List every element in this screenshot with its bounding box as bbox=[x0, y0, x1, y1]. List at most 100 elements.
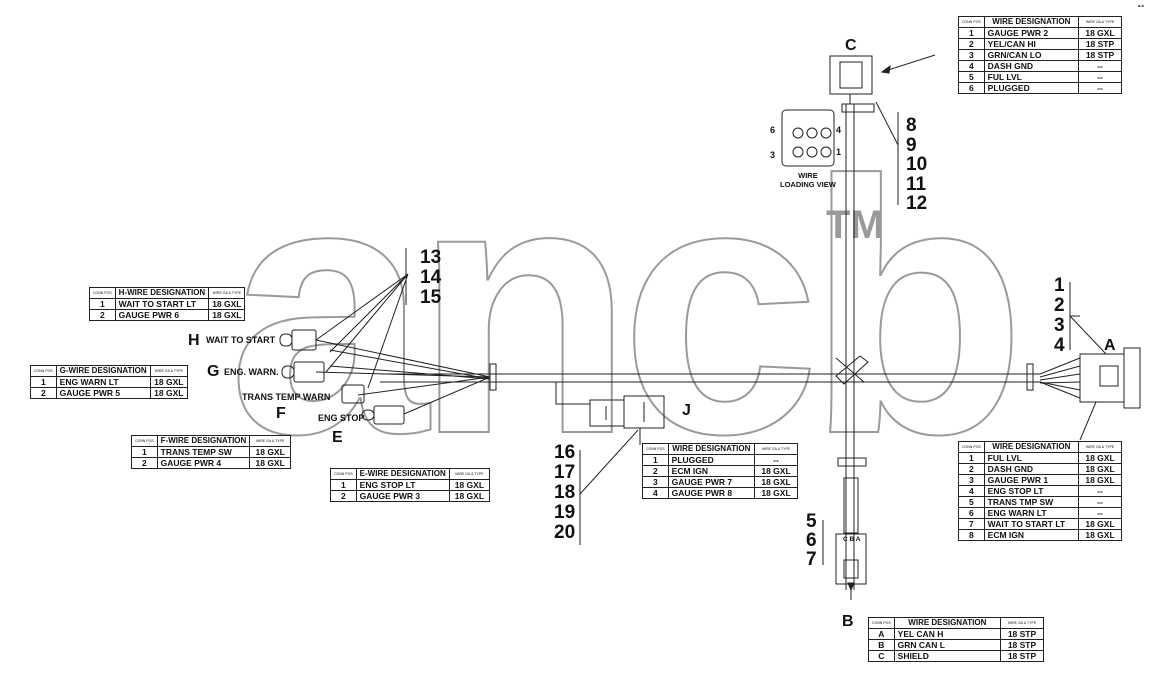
wait-to-start-label: WAIT TO START bbox=[206, 335, 276, 345]
header-designation: WIRE DESIGNATION bbox=[667, 443, 756, 455]
cell-designation: TRANS TMP SW bbox=[983, 496, 1080, 508]
cell-pos: 2 bbox=[330, 490, 357, 502]
cell-wire-type: 18 GXL bbox=[1078, 529, 1122, 541]
cell-wire-type: 18 GXL bbox=[754, 487, 798, 499]
cell-designation: ECM IGN bbox=[983, 529, 1080, 541]
cell-wire-type: -- bbox=[1078, 71, 1122, 83]
cell-pos: 1 bbox=[958, 27, 985, 39]
eng-stop-label: ENG STOP bbox=[318, 413, 365, 423]
j-leader bbox=[579, 428, 641, 495]
cell-designation: GAUGE PWR 8 bbox=[667, 487, 756, 499]
cell-wire-type: 18 GXL bbox=[754, 476, 798, 488]
cell-wire-type: -- bbox=[1078, 507, 1122, 519]
cell-pos: 2 bbox=[958, 463, 985, 475]
cell-pos: 1 bbox=[131, 446, 158, 458]
cell-pos: 6 bbox=[958, 82, 985, 94]
cell-pos: 4 bbox=[958, 60, 985, 72]
cell-wire-type: 18 GXL bbox=[249, 446, 291, 458]
cell-pos: 1 bbox=[958, 452, 985, 464]
header-designation: H-WIRE DESIGNATION bbox=[114, 287, 210, 299]
cell-designation: WAIT TO START LT bbox=[114, 298, 210, 310]
connector-h-cap bbox=[279, 333, 293, 347]
cell-wire-type: 18 STP bbox=[1000, 650, 1044, 662]
callout-11: 11 bbox=[906, 174, 927, 195]
loading-view-pin bbox=[806, 146, 818, 158]
cell-designation: GAUGE PWR 2 bbox=[983, 27, 1080, 39]
cell-wire-type: 18 STP bbox=[1078, 49, 1122, 61]
header-designation: WIRE DESIGNATION bbox=[893, 617, 1002, 629]
header-wire-type: WIRE GA & TYPE bbox=[1078, 16, 1122, 28]
connector-g-label: G bbox=[207, 363, 220, 380]
a-table-leader bbox=[1079, 401, 1097, 441]
connector-f-body bbox=[341, 384, 365, 404]
callout-17: 17 bbox=[554, 462, 576, 483]
callout-5: 5 bbox=[806, 511, 817, 532]
header-wire-type: WIRE GA & TYPE bbox=[149, 365, 189, 377]
callout-14: 14 bbox=[420, 267, 442, 288]
cell-designation: ECM IGN bbox=[667, 465, 756, 477]
connector-b-face bbox=[843, 559, 859, 579]
header-wire-type: WIRE GA & TYPE bbox=[208, 287, 246, 299]
connector-a-face bbox=[1123, 347, 1141, 409]
connector-b-boot bbox=[843, 477, 859, 534]
header-conn-pos: CONN POS bbox=[330, 468, 357, 480]
header-designation: E-WIRE DESIGNATION bbox=[355, 468, 450, 480]
connector-j-label: J bbox=[682, 402, 691, 419]
connector-a-body bbox=[1079, 353, 1125, 403]
cell-designation: ENG STOP LT bbox=[355, 479, 450, 491]
trunk-junction bbox=[835, 355, 869, 385]
connector-a-label: A bbox=[1104, 337, 1116, 354]
cell-pos: 8 bbox=[958, 529, 985, 541]
loading-view-pin bbox=[820, 146, 832, 158]
cell-pos: A bbox=[868, 628, 895, 640]
trans-temp-warn-label: TRANS TEMP WARN bbox=[242, 392, 331, 402]
header-conn-pos: CONN POS bbox=[30, 365, 57, 377]
connector-c-label: C bbox=[845, 37, 857, 54]
cell-designation: FUL LVL bbox=[983, 452, 1080, 464]
cell-designation: ENG WARN LT bbox=[983, 507, 1080, 519]
callout-6: 6 bbox=[806, 530, 817, 551]
cell-designation: SHIELD bbox=[893, 650, 1002, 662]
callout-7: 7 bbox=[806, 549, 817, 570]
loading-view-pin-6: 6 bbox=[770, 125, 776, 135]
cell-wire-type: 18 GXL bbox=[1078, 518, 1122, 530]
connector-j-right bbox=[623, 395, 665, 429]
callout-20: 20 bbox=[554, 522, 576, 543]
cell-pos: 1 bbox=[330, 479, 357, 491]
cell-wire-type: 18 GXL bbox=[1078, 463, 1122, 475]
cell-wire-type: 18 GXL bbox=[1078, 452, 1122, 464]
callout-19: 19 bbox=[554, 502, 576, 523]
header-conn-pos: CONN POS bbox=[89, 287, 116, 299]
header-wire-type: WIRE GA & TYPE bbox=[448, 468, 491, 480]
cell-wire-type: 18 GXL bbox=[1078, 474, 1122, 486]
callout-1: 1 bbox=[1054, 275, 1065, 296]
loading-view-pin bbox=[806, 127, 818, 139]
header-wire-type: WIRE GA & TYPE bbox=[249, 435, 291, 447]
cell-designation: GRN CAN L bbox=[893, 639, 1002, 651]
